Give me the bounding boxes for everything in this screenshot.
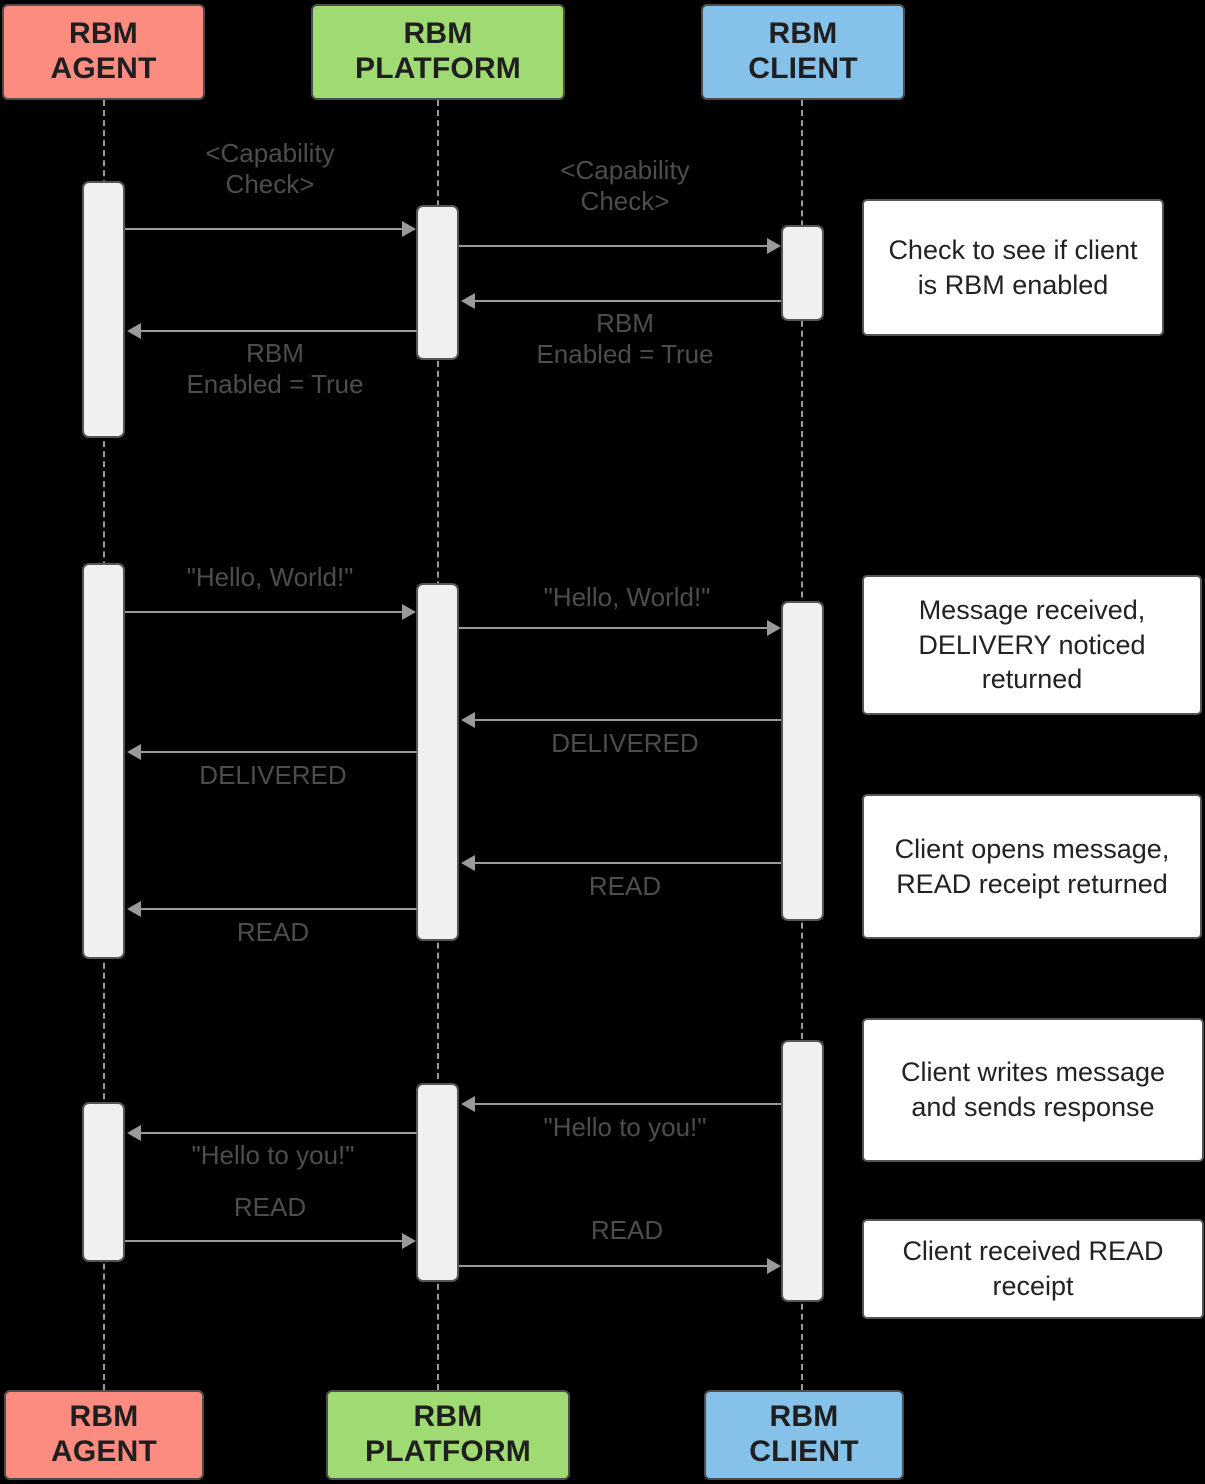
arrow-head-capability-check-platform-client: [767, 238, 781, 254]
message-label-rbm-enabled-platform-agent: RBM Enabled = True: [186, 338, 364, 400]
message-line-capability-check-platform-client: [459, 245, 769, 247]
actor-footer-platform-line1: RBM: [413, 1400, 483, 1434]
message-line-delivered-platform-agent: [139, 751, 417, 753]
actor-header-client[interactable]: RBM CLIENT: [701, 4, 905, 100]
activation-platform-2: [416, 583, 459, 941]
message-label-read-platform-client: READ: [590, 1215, 664, 1245]
message-line-read-platform-client: [459, 1265, 769, 1267]
actor-footer-platform-line2: PLATFORM: [364, 1435, 531, 1468]
note-client-writes-response: Client writes message and sends response: [862, 1018, 1204, 1162]
activation-client-3: [781, 1040, 824, 1302]
actor-footer-agent-line2: AGENT: [51, 1435, 157, 1468]
actor-header-client-line2: CLIENT: [748, 52, 858, 85]
arrow-head-read-client-platform: [461, 855, 475, 871]
message-line-read-platform-agent: [139, 908, 417, 910]
message-line-rbm-enabled-platform-agent: [139, 330, 417, 332]
actor-header-client-line1: RBM: [768, 17, 838, 51]
arrow-head-read-platform-agent: [127, 901, 141, 917]
actor-footer-agent-line1: RBM: [69, 1400, 139, 1434]
activation-client-1: [781, 225, 824, 321]
arrow-head-delivered-client-platform: [461, 712, 475, 728]
arrow-head-delivered-platform-agent: [127, 744, 141, 760]
arrow-head-hello-world-agent-platform: [402, 604, 416, 620]
actor-footer-agent[interactable]: RBM AGENT: [4, 1390, 204, 1480]
message-line-read-agent-platform: [125, 1240, 405, 1242]
actor-footer-client-line1: RBM: [769, 1400, 839, 1434]
message-label-read-platform-agent: READ: [236, 917, 310, 947]
actor-header-platform[interactable]: RBM PLATFORM: [311, 4, 565, 100]
message-line-capability-check-agent-platform: [125, 228, 405, 230]
actor-footer-platform[interactable]: RBM PLATFORM: [326, 1390, 570, 1480]
note-read-receipt: Client opens message, READ receipt retur…: [862, 794, 1202, 939]
message-label-capability-check-agent-platform: <Capability Check>: [205, 138, 335, 200]
actor-header-platform-line2: PLATFORM: [354, 52, 521, 85]
arrow-head-hello-world-platform-client: [767, 620, 781, 636]
message-line-hello-world-platform-client: [459, 627, 769, 629]
arrow-head-hello-to-you-platform-agent: [127, 1125, 141, 1141]
message-line-hello-world-agent-platform: [125, 611, 405, 613]
message-label-hello-to-you-client-platform: "Hello to you!": [543, 1112, 707, 1142]
arrow-head-rbm-enabled-client-platform: [461, 293, 475, 309]
message-label-hello-world-agent-platform: "Hello, World!": [186, 562, 354, 592]
actor-header-agent-line1: RBM: [69, 17, 138, 51]
activation-agent-2: [82, 563, 125, 959]
note-client-received-read: Client received READ receipt: [862, 1219, 1204, 1319]
arrow-head-capability-check-agent-platform: [402, 221, 416, 237]
activation-agent-1: [82, 181, 125, 438]
message-label-rbm-enabled-client-platform: RBM Enabled = True: [536, 308, 714, 370]
activation-agent-3: [82, 1102, 125, 1262]
activation-platform-3: [416, 1083, 459, 1282]
actor-header-agent-line2: AGENT: [50, 52, 157, 85]
arrow-head-hello-to-you-client-platform: [461, 1096, 475, 1112]
message-label-capability-check-platform-client: <Capability Check>: [560, 155, 690, 217]
message-label-delivered-client-platform: DELIVERED: [551, 728, 699, 758]
actor-footer-client[interactable]: RBM CLIENT: [704, 1390, 904, 1480]
arrow-head-read-agent-platform: [402, 1233, 416, 1249]
note-capability-check: Check to see if client is RBM enabled: [862, 199, 1164, 336]
message-label-hello-world-platform-client: "Hello, World!": [543, 582, 711, 612]
activation-platform-1: [416, 205, 459, 360]
actor-header-platform-line1: RBM: [403, 17, 473, 51]
message-label-read-client-platform: READ: [588, 871, 662, 901]
arrow-head-read-platform-client: [767, 1258, 781, 1274]
message-line-read-client-platform: [473, 862, 781, 864]
activation-client-2: [781, 601, 824, 921]
message-line-hello-to-you-platform-agent: [139, 1132, 417, 1134]
actor-header-agent[interactable]: RBM AGENT: [2, 4, 205, 100]
message-label-delivered-platform-agent: DELIVERED: [199, 760, 347, 790]
actor-footer-client-line2: CLIENT: [749, 1435, 859, 1468]
message-label-read-agent-platform: READ: [233, 1192, 307, 1222]
message-line-rbm-enabled-client-platform: [473, 300, 781, 302]
arrow-head-rbm-enabled-platform-agent: [127, 323, 141, 339]
note-message-delivered: Message received, DELIVERY noticed retur…: [862, 575, 1202, 715]
message-line-delivered-client-platform: [473, 719, 781, 721]
message-line-hello-to-you-client-platform: [473, 1103, 781, 1105]
message-label-hello-to-you-platform-agent: "Hello to you!": [191, 1140, 355, 1170]
